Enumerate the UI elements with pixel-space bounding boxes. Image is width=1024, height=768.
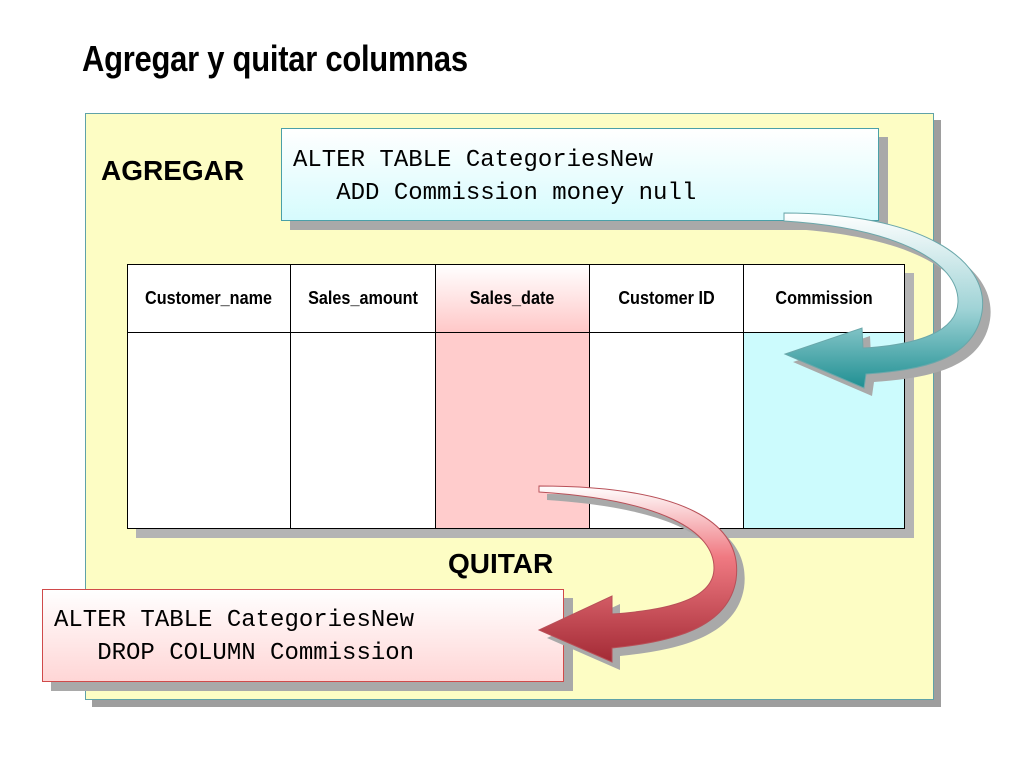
remove-label: QUITAR	[448, 548, 554, 579]
add-code-line-1: ALTER TABLE CategoriesNew	[293, 147, 654, 174]
column-commission: Commission	[744, 265, 904, 528]
column-sales-date: Sales_date	[436, 265, 590, 528]
slide-title: Agregar y quitar columnas	[82, 38, 468, 79]
column-header: Sales_date	[470, 288, 555, 308]
drop-code-line-2: DROP COLUMN Commission	[54, 640, 415, 667]
column-customer-id: Customer ID	[590, 265, 744, 528]
column-header: Customer ID	[618, 288, 715, 308]
column-header: Sales_amount	[308, 288, 418, 308]
column-body	[590, 333, 743, 528]
column-header: Commission	[775, 288, 873, 308]
add-column-code-box: ALTER TABLE CategoriesNew ADD Commission…	[281, 128, 879, 221]
column-body	[128, 333, 290, 528]
column-body	[291, 333, 435, 528]
column-customer-name: Customer_name	[128, 265, 291, 528]
drop-column-code-box: ALTER TABLE CategoriesNew DROP COLUMN Co…	[42, 589, 564, 682]
column-body	[436, 333, 589, 528]
column-sales-amount: Sales_amount	[291, 265, 436, 528]
drop-code-line-1: ALTER TABLE CategoriesNew	[54, 607, 415, 634]
column-body	[744, 333, 904, 528]
column-header: Customer_name	[145, 288, 273, 308]
add-label: AGREGAR	[101, 155, 245, 186]
columns-table: Customer_name Sales_amount Sales_date Cu…	[127, 264, 905, 529]
add-code-line-2: ADD Commission money null	[293, 180, 697, 207]
